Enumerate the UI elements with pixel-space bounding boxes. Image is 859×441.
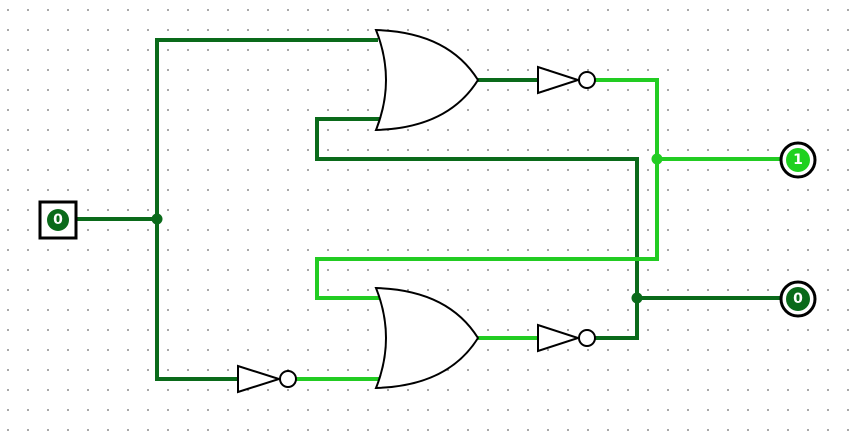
output-pin-qbar-value: 0 <box>793 291 803 307</box>
wire-trunk-to-or1[interactable] <box>155 38 378 221</box>
wires-high <box>295 78 784 381</box>
input-pin-led <box>47 209 69 231</box>
or-gate-bottom[interactable] <box>374 286 480 390</box>
wire-not2-to-qbar-node[interactable] <box>595 296 639 340</box>
junction-q <box>651 153 663 165</box>
input-pin-value: 0 <box>53 212 63 228</box>
input-pin[interactable]: 0 <box>38 200 78 240</box>
wire-not1-to-q-node[interactable] <box>315 78 659 300</box>
wire-trunk-to-not3[interactable] <box>155 217 240 381</box>
output-pin-q: 1 <box>779 141 817 179</box>
or-gate-top[interactable] <box>374 28 480 132</box>
output-pin-q-value: 1 <box>793 152 803 168</box>
not-gate-bottom[interactable] <box>537 323 596 353</box>
not-gate-top[interactable] <box>537 65 596 95</box>
wire-feedback-qbar-to-or1[interactable] <box>315 117 639 340</box>
output-pin-qbar: 0 <box>779 280 817 318</box>
junction-input <box>151 213 163 225</box>
junction-qbar <box>631 292 643 304</box>
wires-low <box>76 38 784 381</box>
output-pin-q-led <box>786 148 810 172</box>
not-gate-input[interactable] <box>237 364 297 394</box>
output-pin-qbar-led <box>786 287 810 311</box>
